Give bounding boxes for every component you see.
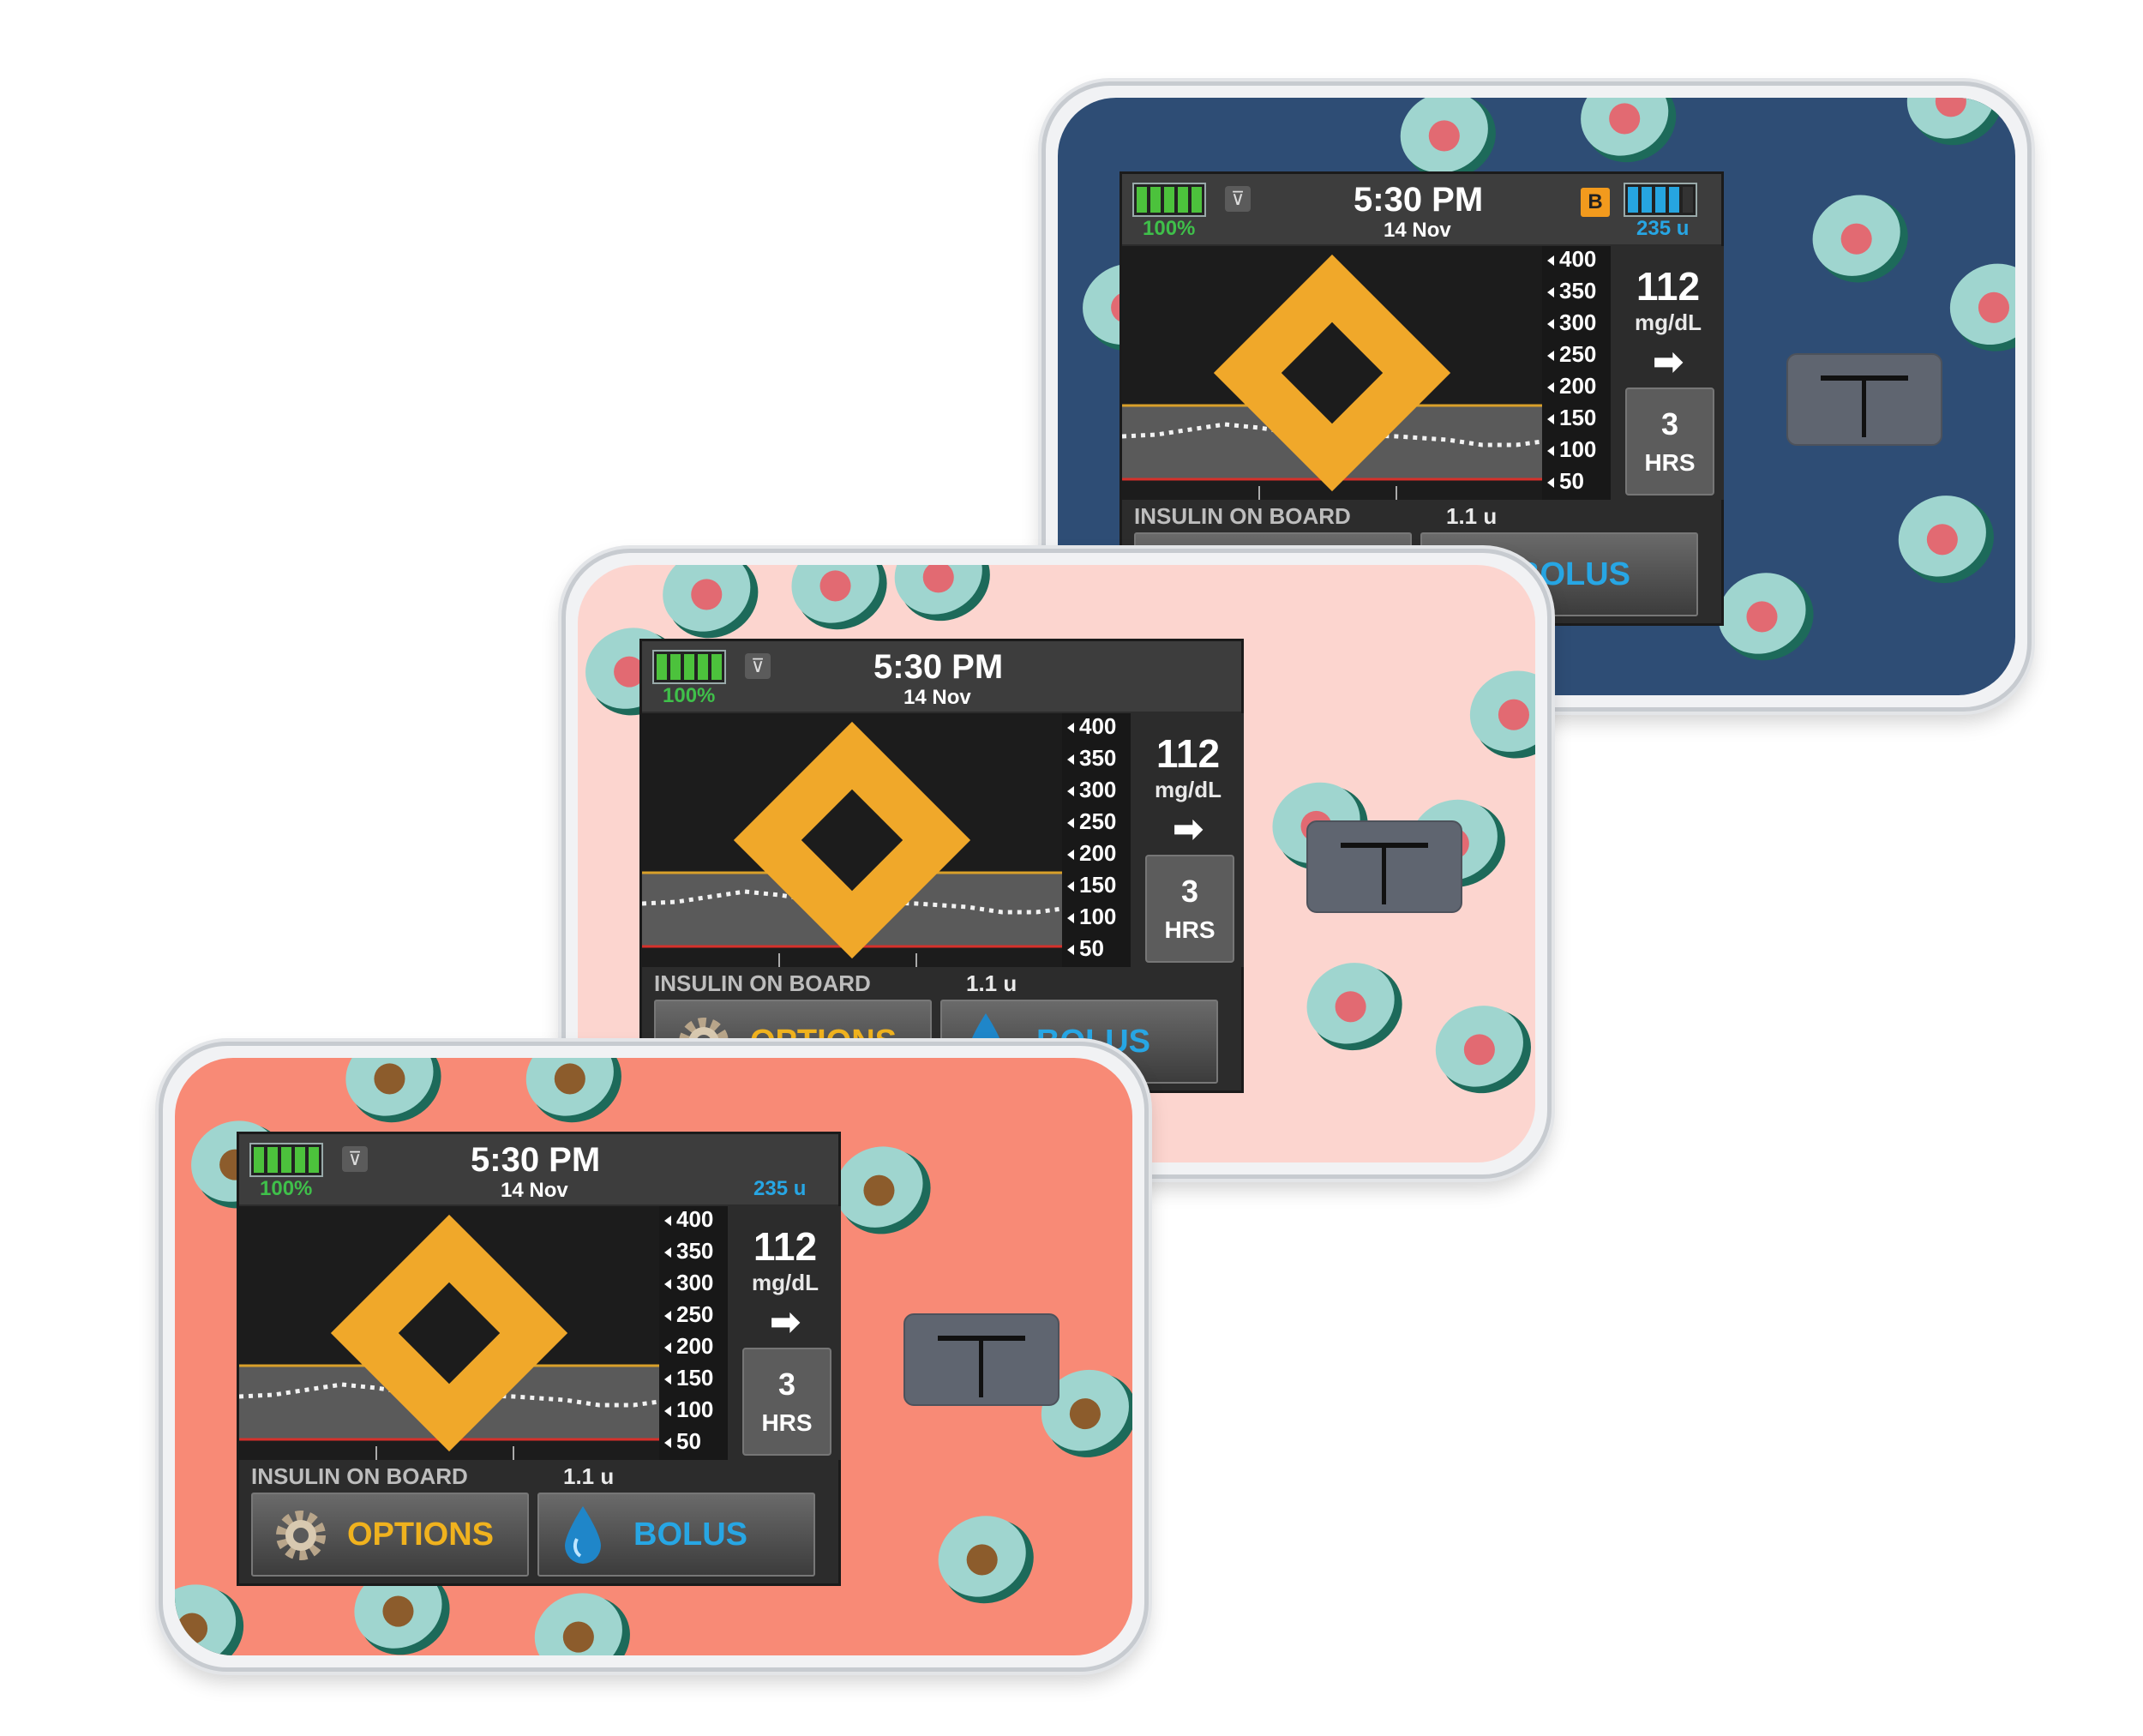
trend-arrow-icon: ➡ [770,1301,801,1342]
glucose-value: 112 [1156,731,1221,776]
y-tick: 300 [664,1270,713,1295]
droplet-icon [565,1506,601,1564]
y-tick: 150 [664,1365,713,1391]
glucose-value: 112 [1636,264,1701,309]
options-button[interactable]: OPTIONS [251,1493,529,1577]
iob-label: INSULIN ON BOARD [1134,503,1351,529]
graph-range-value: 3 [777,1367,796,1402]
y-tick: 350 [664,1238,713,1264]
y-axis: 400 350 300 250 200 150 100 50 [1542,246,1611,500]
graph-range-unit: HRS [1164,916,1216,943]
iob-value: 1.1 u [966,970,1017,996]
diamond-icon [330,1214,568,1452]
bolus-button[interactable]: BOLUS [537,1493,815,1577]
insulin-on-board: INSULIN ON BOARD 1.1 u [1122,500,1721,531]
clock-date: 14 Nov [1384,219,1451,242]
battery-icon [249,1143,323,1177]
cgm-graph[interactable] [1122,246,1542,500]
glucose-unit: mg/dL [1635,309,1702,335]
y-tick: 100 [664,1397,713,1422]
bolus-badge: B [1581,188,1610,217]
t-button[interactable] [903,1313,1059,1406]
cgm-graph[interactable] [642,713,1062,967]
clock-time: 5:30 PM [471,1141,601,1179]
y-tick: 400 [1067,713,1116,739]
t-button[interactable] [1786,353,1942,446]
device-coral: 100% ⊽ 5:30 PM 14 Nov 235 u 400 350 300 … [159,1042,1149,1672]
y-tick: 50 [664,1428,701,1454]
glucose-panel: 112 mg/dL ➡ 3 HRS [1132,713,1244,967]
trend-arrow-icon: ➡ [1173,808,1204,849]
clock-date: 14 Nov [903,686,971,709]
y-tick: 150 [1067,872,1116,898]
glucose-unit: mg/dL [752,1270,819,1295]
graph-range-unit: HRS [1644,449,1696,476]
battery-percent: 100% [663,684,716,707]
pump-screen: 100% ⊽ 5:30 PM 14 Nov 400 350 300 250 20… [639,639,1244,1093]
y-axis: 400 350 300 250 200 150 100 50 [1062,713,1131,967]
iob-value: 1.1 u [1446,503,1498,529]
y-tick: 250 [1547,341,1596,367]
antenna-icon: ⊽ [342,1146,368,1172]
y-tick: 200 [1067,840,1116,866]
graph-range-value: 3 [1180,874,1199,909]
clock-time: 5:30 PM [873,648,1004,686]
y-tick: 100 [1547,436,1596,462]
clock-time: 5:30 PM [1354,181,1484,219]
cgm-graph[interactable] [239,1206,659,1460]
pump-screen: 100% ⊽ 5:30 PM 14 Nov 235 u 400 350 300 … [237,1132,841,1586]
graph-range-button[interactable]: 3 HRS [1625,387,1714,496]
diamond-icon [1213,254,1451,492]
options-label: OPTIONS [347,1517,495,1553]
y-tick: 200 [1547,373,1596,399]
t-button[interactable] [1306,820,1462,913]
y-tick: 400 [664,1206,713,1232]
y-tick: 100 [1067,904,1116,929]
y-tick: 350 [1547,278,1596,303]
insulin-remaining: 235 u [1636,217,1690,240]
status-bar: 100% ⊽ 5:30 PM 14 Nov [642,641,1241,712]
glucose-panel: 112 mg/dL ➡ 3 HRS [729,1206,841,1460]
graph-range-button[interactable]: 3 HRS [1145,855,1234,963]
status-bar: 100% ⊽ 5:30 PM 14 Nov 235 u [239,1134,838,1204]
y-tick: 300 [1067,777,1116,802]
antenna-icon: ⊽ [1225,186,1251,212]
glucose-value: 112 [753,1224,818,1269]
clock-date: 14 Nov [501,1179,568,1202]
insulin-on-board: INSULIN ON BOARD 1.1 u [239,1460,838,1491]
bolus-label: BOLUS [633,1517,747,1553]
graph-range-button[interactable]: 3 HRS [742,1348,831,1456]
insulin-on-board: INSULIN ON BOARD 1.1 u [642,967,1241,998]
iob-label: INSULIN ON BOARD [251,1463,468,1489]
y-tick: 50 [1067,935,1104,961]
y-tick: 300 [1547,309,1596,335]
trend-arrow-icon: ➡ [1653,341,1684,381]
y-tick: 400 [1547,246,1596,272]
battery-percent: 100% [1143,217,1196,240]
battery-icon [652,650,726,684]
graph-range-unit: HRS [761,1409,813,1436]
graph-range-value: 3 [1660,406,1679,442]
y-tick: 250 [664,1301,713,1327]
y-tick: 250 [1067,808,1116,834]
battery-icon [1132,183,1206,217]
y-tick: 150 [1547,405,1596,430]
gear-icon [276,1511,326,1560]
insulin-level-icon [1624,183,1697,217]
y-tick: 50 [1547,468,1584,494]
iob-label: INSULIN ON BOARD [654,970,871,996]
iob-value: 1.1 u [563,1463,615,1489]
battery-percent: 100% [260,1177,313,1200]
insulin-remaining: 235 u [753,1177,807,1200]
y-tick: 200 [664,1333,713,1359]
diamond-icon [733,721,971,959]
status-bar: 100% ⊽ 5:30 PM 14 Nov B 235 u [1122,174,1721,244]
y-tick: 350 [1067,745,1116,771]
glucose-panel: 112 mg/dL ➡ 3 HRS [1612,246,1724,500]
antenna-icon: ⊽ [745,653,771,679]
y-axis: 400 350 300 250 200 150 100 50 [659,1206,728,1460]
glucose-unit: mg/dL [1155,777,1222,802]
